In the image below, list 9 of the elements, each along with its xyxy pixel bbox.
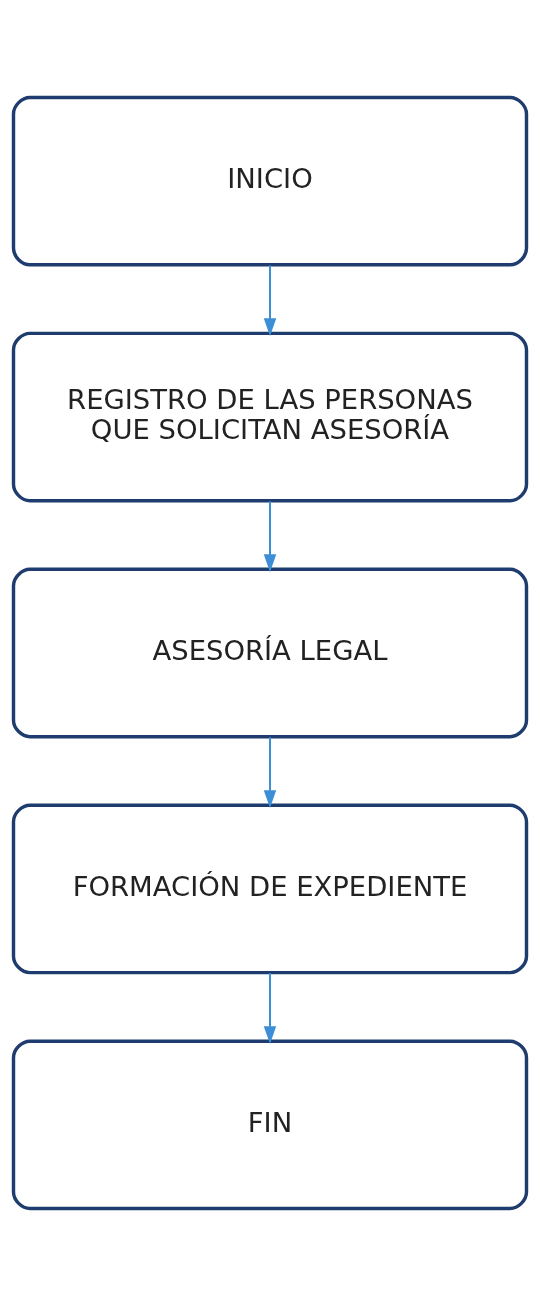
arrow [263,736,277,808]
node-box: FORMACIÓN DE EXPEDIENTE [11,803,529,974]
node-box: ASESORÍA LEGAL [11,567,529,738]
node-box: INICIO [11,95,529,267]
arrow [263,264,277,336]
node-box: REGISTRO DE LAS PERSONAS QUE SOLICITAN ASESORÍA [11,331,529,502]
arrow [263,500,277,572]
arrow [263,972,277,1044]
node-box: FIN [11,1038,529,1210]
